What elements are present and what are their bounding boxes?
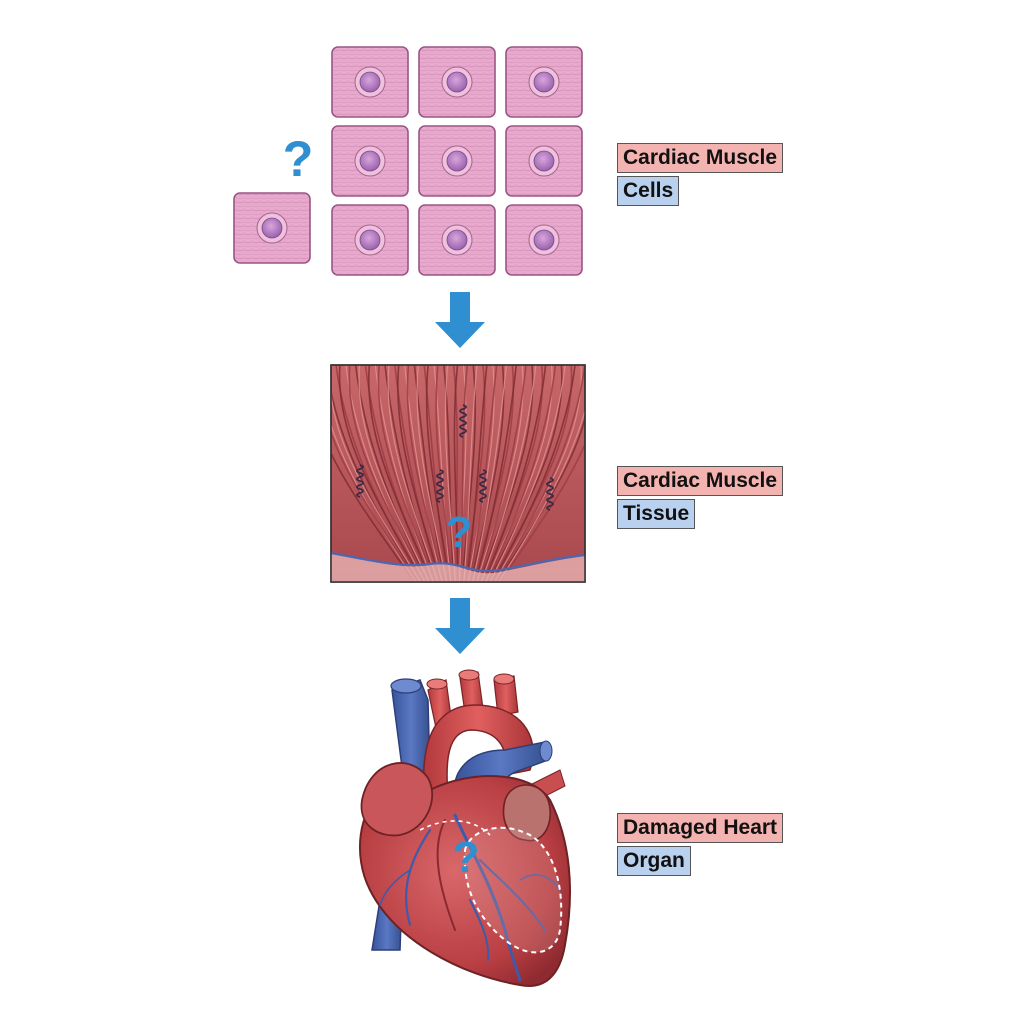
muscle-cell xyxy=(331,204,409,276)
muscle-cell xyxy=(418,125,496,197)
tissue-panel xyxy=(330,364,586,583)
muscle-cell xyxy=(418,204,496,276)
stage-title-cells: Cardiac Muscle xyxy=(617,143,784,173)
muscle-cell xyxy=(505,125,583,197)
muscle-cell xyxy=(505,204,583,276)
stage-level-tissue: Tissue xyxy=(617,499,696,529)
muscle-cell xyxy=(331,125,409,197)
stage-title-organ: Damaged Heart xyxy=(617,813,784,843)
cells-grid xyxy=(233,46,583,276)
stage-level-organ: Organ xyxy=(617,846,691,876)
stage-title-tissue: Cardiac Muscle xyxy=(617,466,784,496)
down-arrow-icon xyxy=(435,292,485,348)
question-mark-icon: ? xyxy=(446,508,473,557)
muscle-cell xyxy=(418,46,496,118)
down-arrow-icon xyxy=(435,598,485,654)
muscle-cell xyxy=(331,46,409,118)
question-mark-icon: ? xyxy=(453,833,480,882)
stage-level-cells: Cells xyxy=(617,176,680,206)
heart-illustration xyxy=(359,669,571,987)
muscle-cell xyxy=(505,46,583,118)
muscle-cell xyxy=(233,192,311,264)
question-mark-icon: ? xyxy=(283,131,314,187)
